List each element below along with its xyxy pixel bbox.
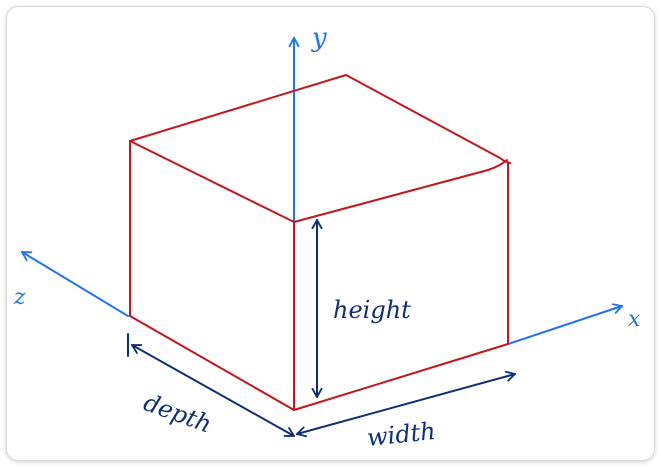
width-dimension-arrow	[296, 370, 516, 438]
depth-dimension-arrow	[131, 344, 295, 437]
depth-label: depth	[140, 388, 215, 438]
box-front-top-edge	[129, 140, 508, 223]
width-label: width	[366, 417, 437, 452]
z-axis-line	[21, 251, 129, 317]
height-label: height	[333, 296, 411, 324]
z-axis-label: z	[13, 285, 26, 310]
box-bottom-right-edge	[293, 343, 509, 411]
axes	[21, 37, 623, 345]
box	[129, 74, 511, 411]
box-top-face	[129, 74, 511, 164]
x-axis-line	[507, 303, 623, 345]
y-axis-label: y	[311, 23, 327, 53]
dimensions	[127, 219, 516, 438]
x-axis-label: x	[628, 307, 641, 332]
